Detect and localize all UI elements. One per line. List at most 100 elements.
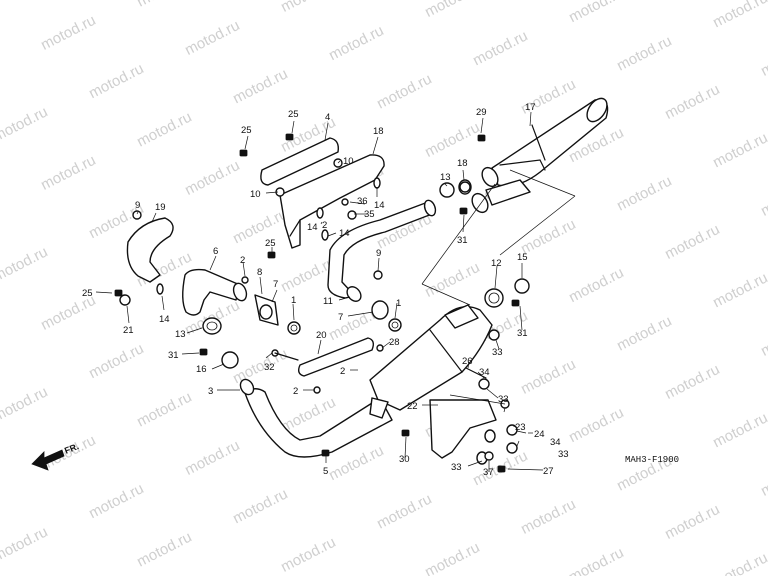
callout-35: 35 bbox=[364, 209, 375, 220]
callout-25: 25 bbox=[288, 109, 299, 120]
callout-21: 21 bbox=[123, 325, 134, 336]
watermark-text: motod.ru bbox=[0, 523, 51, 565]
watermark-text: motod.ru bbox=[86, 340, 146, 382]
heat-shield-4 bbox=[260, 137, 340, 186]
callout-22: 22 bbox=[407, 401, 418, 412]
watermark-text: motod.ru bbox=[0, 383, 51, 425]
watermark-text: motod.ru bbox=[374, 71, 434, 113]
callout-20: 20 bbox=[316, 330, 327, 341]
protector-20 bbox=[297, 337, 375, 377]
watermark-text: motod.ru bbox=[470, 27, 530, 69]
callout-3: 3 bbox=[208, 386, 213, 397]
watermark-text: motod.ru bbox=[230, 205, 290, 247]
callout-25: 25 bbox=[265, 238, 276, 249]
callout-10: 10 bbox=[343, 156, 354, 167]
callout-2: 2 bbox=[240, 255, 245, 266]
clamp-13-left bbox=[202, 317, 222, 335]
leader-lines bbox=[95, 111, 544, 472]
front-pipe-6 bbox=[182, 268, 248, 316]
watermark-text: motod.ru bbox=[662, 501, 722, 543]
callout-2: 2 bbox=[322, 220, 327, 231]
callout-37: 37 bbox=[483, 467, 494, 478]
watermark-text: motod.ru bbox=[134, 0, 194, 11]
watermark-text: motod.ru bbox=[422, 539, 482, 576]
callout-2: 2 bbox=[340, 366, 345, 377]
band-12 bbox=[484, 288, 504, 308]
watermark-text: motod.ru bbox=[0, 103, 51, 145]
callout-33: 33 bbox=[451, 462, 462, 473]
callout-33: 33 bbox=[558, 449, 569, 460]
watermark-text: motod.ru bbox=[710, 549, 768, 576]
joint-gasket-left bbox=[254, 294, 301, 335]
callout-13: 13 bbox=[440, 172, 451, 183]
watermark-text: motod.ru bbox=[566, 404, 626, 446]
callout-12: 12 bbox=[491, 258, 502, 269]
callout-8: 8 bbox=[257, 267, 262, 278]
watermark-text: motod.ru bbox=[278, 0, 338, 16]
watermark-text: motod.ru bbox=[422, 259, 482, 301]
watermark-text: motod.ru bbox=[230, 345, 290, 387]
watermark-text: motod.ru bbox=[662, 221, 722, 263]
watermark-text: motod.ru bbox=[518, 356, 578, 398]
watermark-text: motod.ru bbox=[374, 491, 434, 533]
watermark-text: motod.ru bbox=[230, 65, 290, 107]
callout-7: 7 bbox=[338, 312, 343, 323]
watermark-text: motod.ru bbox=[326, 22, 386, 64]
callout-13: 13 bbox=[175, 329, 186, 340]
callout-2: 2 bbox=[293, 386, 298, 397]
watermark-text: motod.ru bbox=[182, 17, 242, 59]
watermark-text: motod.ru bbox=[86, 480, 146, 522]
watermark-text: motod.ru bbox=[566, 264, 626, 306]
watermark-text: motod.ru bbox=[0, 0, 51, 5]
watermark-text: motod.ru bbox=[710, 409, 768, 451]
upper-exhaust-pipe bbox=[327, 199, 437, 302]
joint-gasket-right bbox=[371, 300, 402, 332]
parts-drawing bbox=[31, 97, 609, 473]
callout-29: 29 bbox=[476, 107, 487, 118]
watermark-text: motod.ru bbox=[182, 157, 242, 199]
muffler-upper-17 bbox=[471, 97, 609, 214]
callout-18: 18 bbox=[373, 126, 384, 137]
callout-25: 25 bbox=[82, 288, 93, 299]
callout-4: 4 bbox=[325, 112, 330, 123]
watermark-text: motod.ru bbox=[278, 534, 338, 576]
watermark-text: motod.ru bbox=[422, 0, 482, 21]
diagram-code: MAH3-F1900 bbox=[625, 455, 679, 465]
callout-7: 7 bbox=[273, 279, 278, 290]
watermark-text: motod.ru bbox=[134, 109, 194, 151]
watermark-text: motod.ru bbox=[566, 0, 626, 26]
callout-36: 36 bbox=[357, 196, 368, 207]
watermark-text: motod.ru bbox=[710, 129, 768, 171]
fasteners bbox=[114, 133, 530, 473]
callout-34: 34 bbox=[479, 367, 490, 378]
callout-24: 24 bbox=[534, 429, 545, 440]
callout-28: 28 bbox=[389, 337, 400, 348]
callout-34: 34 bbox=[550, 437, 561, 448]
heat-shield-18 bbox=[279, 154, 385, 249]
callout-26: 26 bbox=[462, 356, 473, 367]
bracket-22 bbox=[429, 399, 497, 465]
callout-16: 16 bbox=[196, 364, 207, 375]
watermark-text: motod.ru bbox=[38, 12, 98, 54]
callout-23: 23 bbox=[515, 422, 526, 433]
watermark-text: motod.ru bbox=[614, 173, 674, 215]
callout-27: 27 bbox=[543, 466, 554, 477]
watermark-text: motod.ru bbox=[38, 152, 98, 194]
callout-10: 10 bbox=[250, 189, 261, 200]
callout-17: 17 bbox=[525, 102, 536, 113]
callout-5: 5 bbox=[323, 466, 328, 477]
callout-25: 25 bbox=[241, 125, 252, 136]
callout-14: 14 bbox=[339, 228, 350, 239]
watermark-text: motod.ru bbox=[614, 313, 674, 355]
watermark-text: motod.ru bbox=[182, 437, 242, 479]
callout-1: 1 bbox=[291, 295, 296, 306]
watermark-text: motod.ru bbox=[614, 33, 674, 75]
watermark-text: motod.ru bbox=[230, 485, 290, 527]
watermark-text: motod.ru bbox=[758, 38, 768, 80]
callout-31: 31 bbox=[517, 328, 528, 339]
watermark-text: motod.ru bbox=[566, 544, 626, 576]
callout-6: 6 bbox=[213, 246, 218, 257]
